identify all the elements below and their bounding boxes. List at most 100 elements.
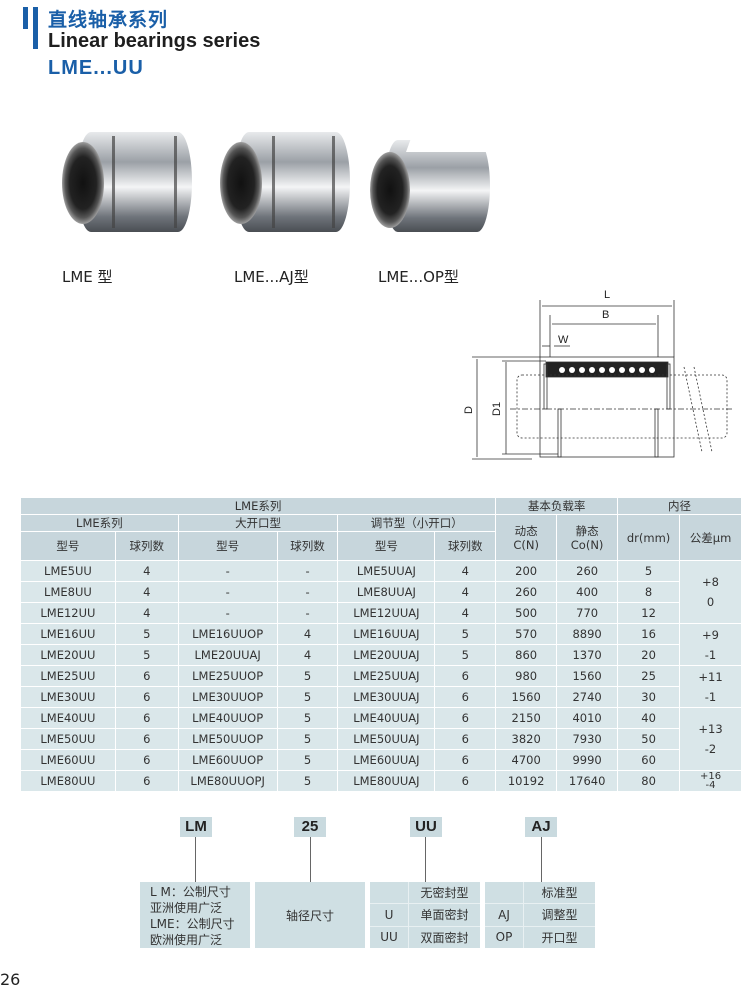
tolerance-minus: -1 xyxy=(704,647,717,662)
type-code xyxy=(485,882,523,904)
table-cell: 2740 xyxy=(556,686,619,708)
table-cell: LME30UUOP xyxy=(177,686,278,708)
seal-code: U xyxy=(370,904,408,926)
tolerance-plus: +8 xyxy=(702,575,719,589)
table-cell: - xyxy=(276,581,339,603)
table-cell: LME60UUAJ xyxy=(337,749,436,771)
connector-line xyxy=(425,837,426,882)
header-static: 静态 Co(N) xyxy=(556,514,619,561)
table-cell: 5 xyxy=(276,707,339,729)
tolerance-minus: 0 xyxy=(706,595,715,609)
table-cell: LME60UUOP xyxy=(177,749,278,771)
tolerance-cell: +11-1 xyxy=(679,665,742,708)
table-cell: LME60UU xyxy=(20,749,116,771)
table-cell: 10192 xyxy=(495,770,558,792)
table-cell: LME20UU xyxy=(20,644,116,666)
header-tolerance: 公差μm xyxy=(679,514,742,561)
dim-L: L xyxy=(604,289,610,301)
header-load: 基本负载率 xyxy=(495,497,619,515)
product-photo-lme-aj xyxy=(220,130,350,235)
seal-desc: 双面密封 xyxy=(409,926,480,948)
header-open: 大开口型 xyxy=(177,514,339,532)
table-cell: 1560 xyxy=(495,686,558,708)
table-cell: 6 xyxy=(114,728,179,750)
table-cell: 25 xyxy=(617,665,681,687)
table-cell: LME80UUAJ xyxy=(337,770,436,792)
table-cell: LME16UU xyxy=(20,623,116,645)
dim-D: D xyxy=(463,406,475,414)
table-cell: 4 xyxy=(114,560,179,582)
table-cell: 16 xyxy=(617,623,681,645)
table-cell: LME5UUAJ xyxy=(337,560,436,582)
table-cell: LME8UUAJ xyxy=(337,581,436,603)
type-desc: 开口型 xyxy=(524,926,595,948)
table-cell: - xyxy=(177,602,278,624)
table-cell: - xyxy=(177,560,278,582)
table-cell: 80 xyxy=(617,770,681,792)
table-cell: LME25UU xyxy=(20,665,116,687)
table-cell: 5 xyxy=(434,623,497,645)
seal-code: UU xyxy=(370,926,408,948)
table-cell: LME40UUAJ xyxy=(337,707,436,729)
tolerance-cell: +16-4 xyxy=(679,770,742,792)
code-part-type: AJ xyxy=(525,817,557,837)
table-cell: 6 xyxy=(114,770,179,792)
table-cell: 5 xyxy=(114,644,179,666)
table-cell: 6 xyxy=(434,686,497,708)
table-cell: 6 xyxy=(114,707,179,729)
table-cell: - xyxy=(177,581,278,603)
table-cell: 17640 xyxy=(556,770,619,792)
type-code: AJ xyxy=(485,904,523,926)
table-cell: LME12UU xyxy=(20,602,116,624)
table-cell: LME16UUOP xyxy=(177,623,278,645)
tolerance-cell: +13-2 xyxy=(679,707,742,771)
table-cell: 4010 xyxy=(556,707,619,729)
table-cell: 8890 xyxy=(556,623,619,645)
table-cell: LME20UUAJ xyxy=(177,644,278,666)
table-cell: 5 xyxy=(276,749,339,771)
tolerance-plus: +13 xyxy=(698,722,723,736)
col-header: 球列数 xyxy=(434,531,497,561)
table-cell: 7930 xyxy=(556,728,619,750)
tolerance-minus: -1 xyxy=(704,689,717,704)
title-en: Linear bearings series xyxy=(48,30,261,52)
type-desc: 调整型 xyxy=(524,904,595,926)
spec-table: LME系列 基本负载率 内径 LME系列 大开口型 调节型（小开口） 动态 C(… xyxy=(19,497,742,792)
product-label: LME...AJ型 xyxy=(234,268,309,286)
prefix-line: 欧洲使用广泛 xyxy=(150,933,223,947)
table-cell: LME5UU xyxy=(20,560,116,582)
table-cell: 260 xyxy=(556,560,619,582)
seal-desc: 无密封型 xyxy=(409,882,480,904)
tolerance-plus: +16 xyxy=(699,771,722,782)
col-header: 型号 xyxy=(337,531,436,561)
table-cell: 200 xyxy=(495,560,558,582)
seal-code xyxy=(370,882,408,904)
col-header: 球列数 xyxy=(276,531,339,561)
page-number: 26 xyxy=(0,970,21,989)
table-cell: LME25UUAJ xyxy=(337,665,436,687)
prefix-line: 亚洲使用广泛 xyxy=(150,901,223,915)
bearing-dimension-diagram: L B W D D1 xyxy=(463,289,732,460)
header-dr: dr(mm) xyxy=(617,514,681,561)
code-part-size: 25 xyxy=(294,817,326,837)
table-cell: - xyxy=(276,602,339,624)
table-cell: LME12UUAJ xyxy=(337,602,436,624)
table-cell: 5 xyxy=(276,728,339,750)
tolerance-plus: +11 xyxy=(698,669,723,684)
dim-D1: D1 xyxy=(491,402,503,416)
table-cell: 6 xyxy=(434,728,497,750)
code-part-lm: LM xyxy=(180,817,212,837)
table-cell: LME16UUAJ xyxy=(337,623,436,645)
table-cell: 9990 xyxy=(556,749,619,771)
connector-line xyxy=(195,837,196,882)
table-cell: LME50UUAJ xyxy=(337,728,436,750)
